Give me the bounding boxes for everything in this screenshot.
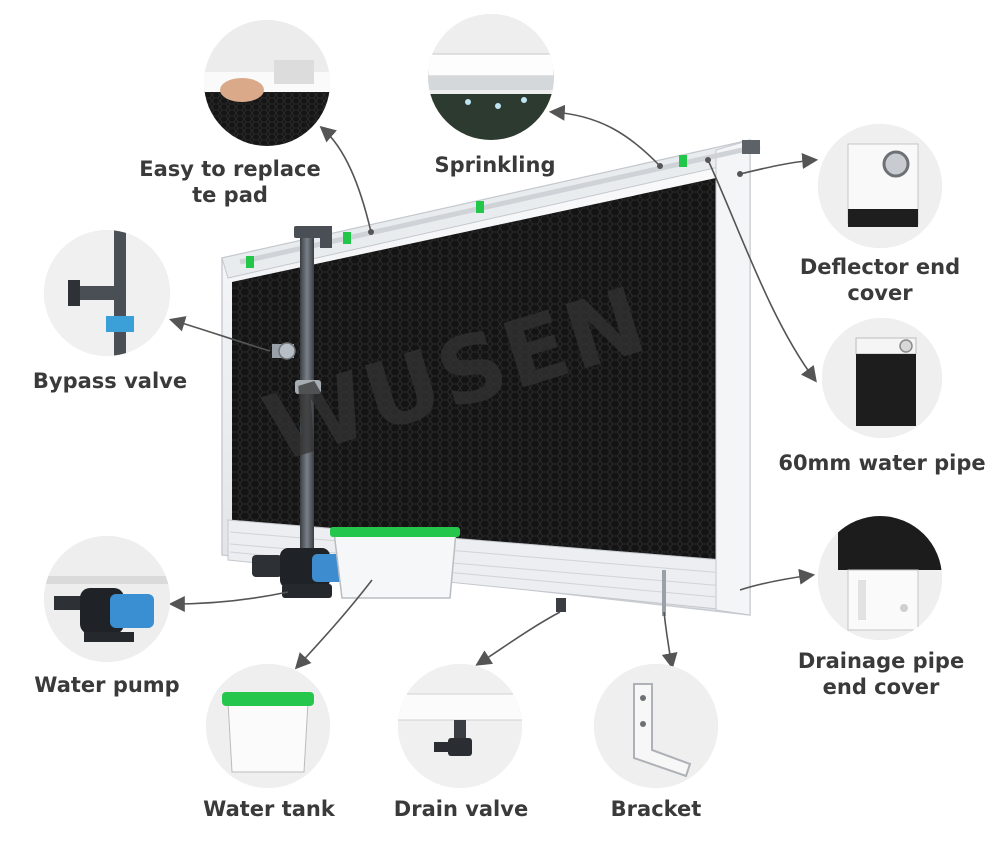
label-water-tank: Water tank	[203, 797, 335, 821]
detail-water-tank	[206, 664, 330, 788]
label-drainage: Drainage pipe end cover	[797, 649, 965, 699]
vertical-supply-pipe	[300, 232, 314, 577]
green-clip	[343, 232, 351, 244]
label-bracket: Bracket	[610, 797, 702, 821]
detail-easy-replace	[204, 20, 330, 146]
honeycomb-pad	[232, 178, 716, 560]
green-clip	[246, 256, 254, 268]
detail-sprinkling	[428, 14, 554, 140]
water-pump	[252, 548, 344, 598]
detail-water-pipe	[822, 318, 942, 438]
label-bypass-valve: Bypass valve	[32, 369, 188, 393]
label-easy-replace: Easy to replace te pad	[139, 157, 321, 207]
detail-bracket	[594, 664, 718, 788]
label-sprinkling: Sprinkling	[434, 153, 556, 177]
detail-deflector	[818, 124, 942, 248]
label-drain-valve: Drain valve	[393, 797, 529, 821]
label-deflector: Deflector end cover	[799, 255, 961, 305]
label-water-pipe: 60mm water pipe	[778, 451, 986, 475]
detail-water-pump	[44, 536, 170, 662]
green-clip	[679, 155, 687, 167]
detail-drainage	[818, 516, 942, 640]
green-clip	[476, 201, 484, 213]
water-tank	[330, 527, 460, 599]
bracket-leg	[662, 570, 666, 616]
detail-drain-valve	[398, 664, 522, 788]
detail-bypass-valve	[44, 230, 170, 356]
drain-valve-fitting	[556, 598, 566, 612]
end-cover	[715, 139, 751, 616]
label-water-pump: Water pump	[34, 673, 180, 697]
